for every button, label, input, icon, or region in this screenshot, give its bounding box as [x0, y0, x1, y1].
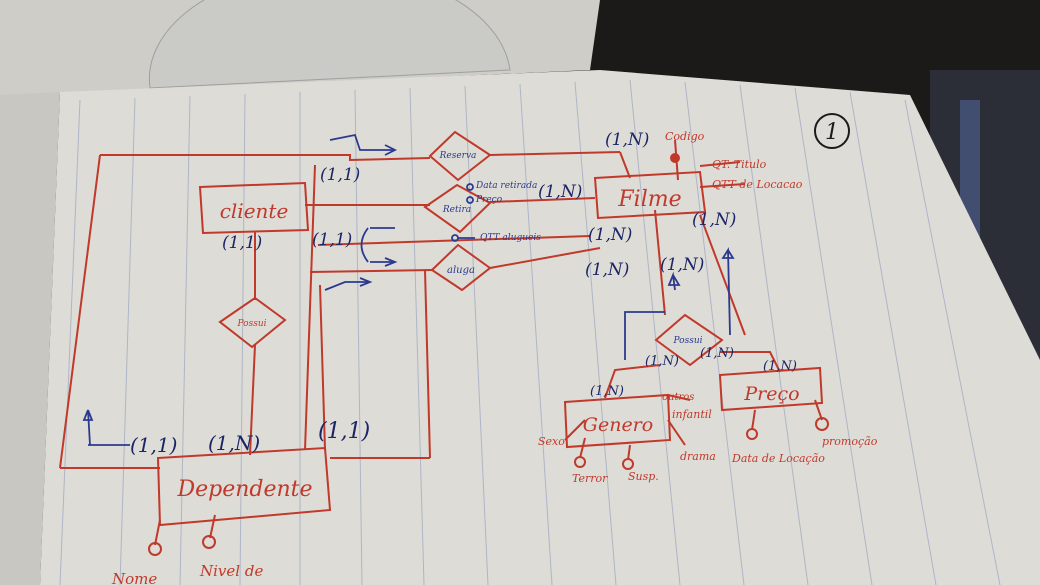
card-dependente-left: (1,1) — [130, 433, 177, 457]
main-page — [40, 70, 1040, 585]
attr-codigo: Codigo — [665, 130, 705, 143]
entity-filme: Filme — [593, 170, 707, 220]
relationship-reserva: Reserva — [428, 130, 492, 182]
ruled-lines — [59, 79, 1001, 585]
entity-genero-label: Genero — [583, 414, 653, 436]
relationship-possui-cliente: Possui — [218, 296, 287, 349]
attr-terror: Terror — [572, 472, 608, 485]
relationship-aluga: aluga — [430, 243, 492, 292]
relationship-reserva-label: Reserva — [439, 151, 477, 161]
entity-cliente: cliente — [198, 181, 310, 235]
relationship-possui-filme-label: Possui — [672, 336, 702, 346]
card-aluga-filme-b: (1,N) — [585, 260, 629, 280]
relationship-aluga-label: aluga — [447, 265, 475, 276]
attr-infantil: infantil — [672, 408, 712, 421]
attr-nivel: Nivel de — [199, 562, 263, 580]
entity-preco: Preço — [718, 366, 824, 412]
card-reserva-cliente: (1,1) — [320, 165, 360, 185]
card-cliente-possui: (1,1) — [222, 233, 262, 253]
card-filme-possui-a: (1,N) — [660, 255, 704, 275]
connector-lines — [59, 139, 823, 546]
blue-arrows — [82, 133, 735, 446]
page-number-circle — [814, 113, 850, 149]
attr-qtd-titulo: QT. Titulo — [712, 158, 767, 171]
entity-genero: Genero — [563, 393, 672, 449]
card-preco-top: (1,N) — [763, 359, 797, 374]
attr-qtd-alugueis: QTT alugueis — [480, 233, 541, 243]
card-filme-possui-b: (1,N) — [692, 210, 736, 230]
card-dependente-mid: (1,N) — [208, 431, 260, 455]
card-dependente-right: (1,1) — [318, 419, 370, 444]
attr-outros: outros — [662, 392, 694, 403]
entity-preco-label: Preço — [743, 383, 799, 405]
card-retira-filme: (1,N) — [538, 182, 582, 202]
entity-filme-label: Filme — [617, 187, 681, 212]
attr-nome: Nome — [111, 570, 157, 585]
relationship-retira-label: Retira — [442, 205, 471, 215]
relationship-possui-filme: Possui — [654, 313, 724, 367]
protractor — [148, 0, 511, 89]
card-possui-preco: (1,N) — [700, 346, 734, 361]
card-aluga-cliente: (1,1) — [312, 230, 352, 250]
attr-sexo: Sexo — [538, 435, 565, 448]
card-aluga-filme-a: (1,N) — [588, 225, 632, 245]
attr-susp: Susp. — [628, 470, 659, 483]
attr-data-locacao: Data de Locação — [731, 452, 825, 465]
entity-dependente: Dependente — [156, 446, 332, 527]
relationship-retira: Retira — [423, 183, 492, 234]
attr-preco-retira: Preço — [475, 195, 503, 205]
entity-cliente-label: cliente — [220, 199, 289, 223]
cardinality-labels: (1,N) (1,1) (1,N) (1,1) (1,1) (1,N) (1,N… — [130, 130, 797, 457]
card-reserva-filme: (1,N) — [605, 130, 649, 150]
entity-dependente-label: Dependente — [176, 477, 312, 502]
attr-promocao: promoção — [822, 435, 878, 448]
attr-qtd-locacao: QTT de Locacao — [712, 178, 803, 191]
page-number: 1 — [825, 120, 839, 145]
card-genero-top: (1,N) — [590, 384, 624, 399]
attribute-markers — [148, 153, 829, 556]
attr-data-retirada: Data retirada — [475, 181, 537, 191]
attr-drama: drama — [680, 450, 716, 463]
attribute-labels: Codigo QT. Titulo QTT de Locacao Data re… — [111, 130, 878, 585]
card-possui-genero: (1,N) — [645, 354, 679, 369]
relationship-possui-cliente-label: Possui — [236, 319, 266, 329]
